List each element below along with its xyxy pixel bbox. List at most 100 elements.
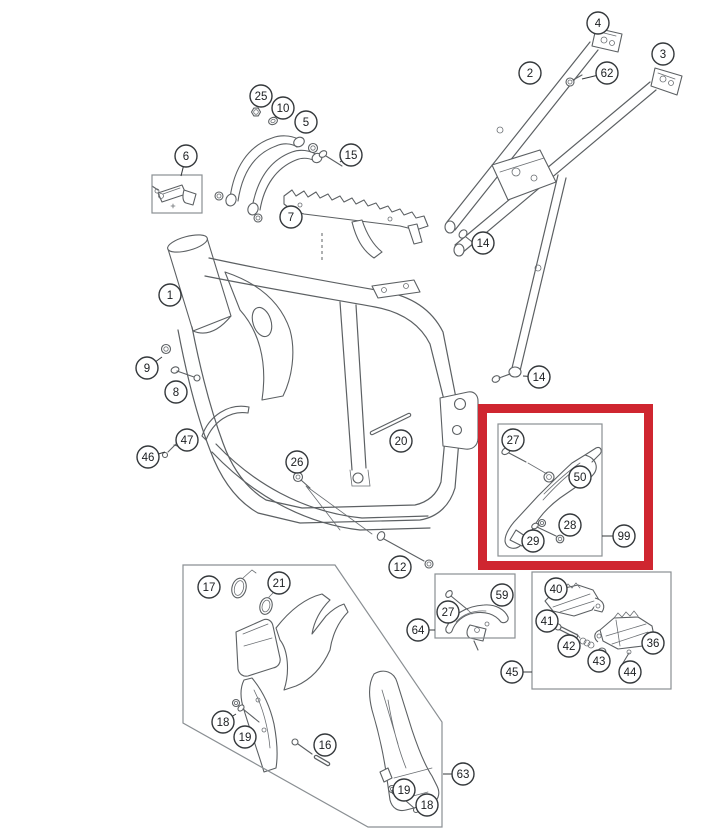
box-frame-guard-kit xyxy=(182,564,443,828)
bolt-15 xyxy=(318,150,343,167)
callout-18-circle xyxy=(415,793,439,817)
callout-41-circle xyxy=(535,609,559,633)
callout-7-circle xyxy=(279,205,303,229)
callout-62: 62 xyxy=(581,61,619,85)
callout-20-number: 20 xyxy=(395,436,408,448)
callout-12-number: 12 xyxy=(394,562,407,574)
callout-2-circle xyxy=(518,61,542,85)
callout-19-number: 19 xyxy=(398,785,411,797)
callout-46-circle xyxy=(136,445,160,469)
callout-25: 25 xyxy=(249,84,273,108)
callout-16-number: 16 xyxy=(319,740,332,752)
callout-64-circle xyxy=(406,618,430,642)
callout-7: 7 xyxy=(279,205,303,229)
callout-45: 45 xyxy=(500,660,532,684)
callout-19: 19 xyxy=(392,778,416,802)
callout-25-number: 25 xyxy=(255,91,268,103)
callout-5: 5 xyxy=(294,110,318,134)
box-chain-slider xyxy=(434,573,516,639)
box-chain-guide-kit xyxy=(497,423,603,557)
callout-44-number: 44 xyxy=(624,667,637,679)
box-part-6 xyxy=(151,174,203,214)
callout-6-circle xyxy=(174,144,198,168)
callout-10: 10 xyxy=(271,96,295,120)
callout-1-circle xyxy=(158,283,182,307)
callout-27: 27 xyxy=(501,428,525,452)
callout-40: 40 xyxy=(544,577,568,601)
right-guard-16 xyxy=(369,670,440,812)
callout-50-number: 50 xyxy=(574,472,587,484)
callout-62-number: 62 xyxy=(601,68,614,80)
callout-9-number: 9 xyxy=(144,363,150,375)
main-frame-drawing xyxy=(167,234,479,531)
callout-4-circle xyxy=(586,11,610,35)
callout-28-number: 28 xyxy=(564,520,577,532)
callout-40-number: 40 xyxy=(550,584,563,596)
callout-17-number: 17 xyxy=(203,582,216,594)
callout-4: 4 xyxy=(586,11,610,35)
callout-64-number: 64 xyxy=(412,625,425,637)
callout-27-number: 27 xyxy=(507,435,520,447)
callout-99: 99 xyxy=(602,524,636,548)
callout-19-circle xyxy=(233,725,257,749)
sub-assembly-boxes xyxy=(151,174,672,828)
callout-45-circle xyxy=(500,660,524,684)
callout-99-number: 99 xyxy=(618,531,631,543)
callout-21: 21 xyxy=(267,571,291,595)
callout-47-number: 47 xyxy=(181,435,194,447)
callout-19-circle xyxy=(392,778,416,802)
callout-26-circle xyxy=(285,450,309,474)
part-6-drawing xyxy=(151,184,197,209)
callout-59-circle xyxy=(490,583,514,607)
bolt-set-16 xyxy=(291,738,331,767)
callout-12-circle xyxy=(388,555,412,579)
callout-18-number: 18 xyxy=(421,800,434,812)
callout-12: 12 xyxy=(388,555,412,579)
callout-26: 26 xyxy=(285,450,309,474)
callout-14-number: 14 xyxy=(533,372,546,384)
callout-64: 64 xyxy=(406,618,435,642)
callout-18: 18 xyxy=(415,793,439,817)
callout-46: 46 xyxy=(136,445,166,469)
pin-41 xyxy=(554,623,579,639)
callout-27-circle xyxy=(436,600,460,624)
callout-63-number: 63 xyxy=(457,769,470,781)
callout-44: 44 xyxy=(618,660,642,684)
washer-10 xyxy=(268,116,278,126)
callout-46-number: 46 xyxy=(142,452,155,464)
callout-17-circle xyxy=(197,575,221,599)
engine-brace-drawing xyxy=(214,107,343,223)
rod-20 xyxy=(369,412,412,436)
callout-63-circle xyxy=(451,762,475,786)
callout-29-circle xyxy=(521,529,545,553)
bolt-29 xyxy=(531,518,557,537)
callout-5-circle xyxy=(294,110,318,134)
callout-47-circle xyxy=(175,428,199,452)
callout-19-number: 19 xyxy=(239,732,252,744)
nut-25 xyxy=(250,107,262,117)
cable-tie-17 xyxy=(231,569,257,599)
callout-40-circle xyxy=(544,577,568,601)
callout-15-number: 15 xyxy=(345,150,358,162)
callout-36-number: 36 xyxy=(647,638,660,650)
callout-28: 28 xyxy=(558,513,582,537)
subframe-drawing xyxy=(444,27,683,383)
washer-9 xyxy=(160,343,172,355)
callout-2: 2 xyxy=(518,61,542,85)
red-highlight-layer xyxy=(478,404,653,570)
callouts-layer: 1234567891012141415161718181919202125262… xyxy=(135,11,675,817)
frame-guard-kit-drawing xyxy=(231,569,440,814)
callout-16-circle xyxy=(313,733,337,757)
callout-6-number: 6 xyxy=(183,151,189,163)
red-highlight-box xyxy=(478,404,653,570)
callout-27-circle xyxy=(501,428,525,452)
callout-5-number: 5 xyxy=(303,117,309,129)
bolt-12 xyxy=(376,531,434,569)
callout-10-circle xyxy=(271,96,295,120)
callout-27-number: 27 xyxy=(442,607,455,619)
callout-10-number: 10 xyxy=(277,103,290,115)
bolt-14-upper xyxy=(458,229,477,246)
callout-45-number: 45 xyxy=(506,667,519,679)
